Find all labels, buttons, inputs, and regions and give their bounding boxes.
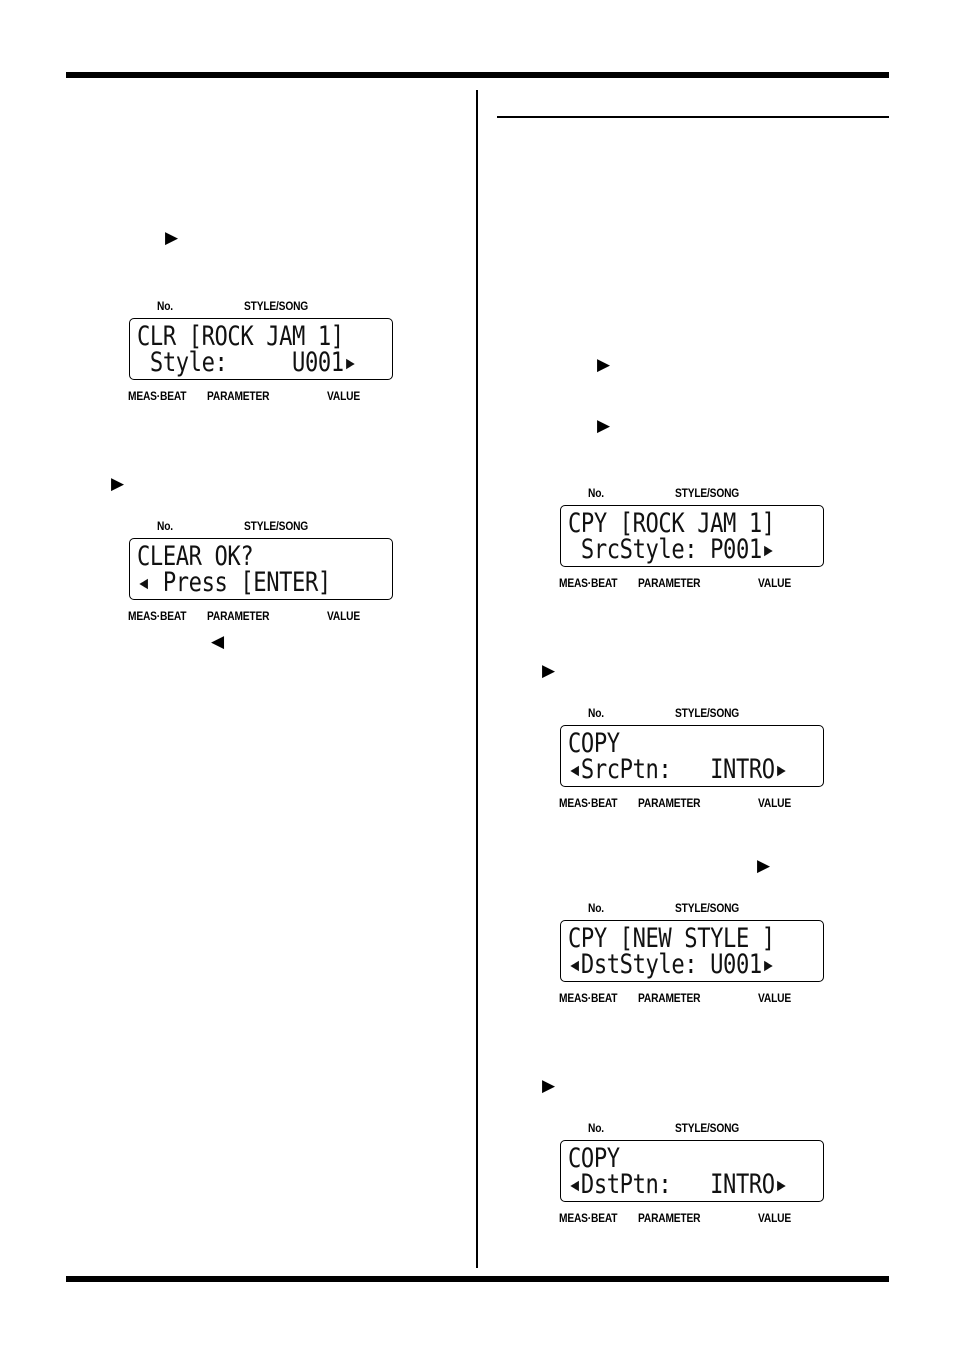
lcd-display-clear-ok: No. STYLE/SONG CLEAR OK? ◂ Press [ENTER]…	[128, 520, 395, 642]
lcd-line-2: SrcStyle: P001▸	[568, 534, 775, 565]
right-arrow-icon: ▶	[597, 416, 611, 436]
lcd-screen: CPY [NEW STYLE ] ◂DstStyle: U001▸	[560, 920, 824, 982]
section-rule	[497, 116, 889, 118]
style-song-label: STYLE/SONG	[244, 519, 309, 533]
lcd-line-1: COPY	[568, 728, 620, 759]
style-song-label: STYLE/SONG	[675, 1121, 740, 1135]
value-label: VALUE	[327, 389, 360, 403]
parameter-label: PARAMETER	[638, 576, 701, 590]
meas-beat-label: MEAS·BEAT	[559, 1211, 618, 1225]
lcd-line-1: COPY	[568, 1143, 620, 1174]
left-arrow-icon: ◀	[211, 632, 225, 652]
lcd-screen: CLR [ROCK JAM 1] Style: U001▸	[129, 318, 393, 380]
lcd-screen: CPY [ROCK JAM 1] SrcStyle: P001▸	[560, 505, 824, 567]
lcd-line-2: Style: U001▸	[137, 347, 357, 378]
top-rule	[66, 72, 889, 78]
right-arrow-icon: ▶	[542, 661, 556, 681]
style-song-label: STYLE/SONG	[675, 486, 740, 500]
lcd-display-copy-src-style: No. STYLE/SONG CPY [ROCK JAM 1] SrcStyle…	[559, 487, 826, 609]
parameter-label: PARAMETER	[638, 1211, 701, 1225]
parameter-label: PARAMETER	[207, 609, 270, 623]
no-label: No.	[157, 299, 173, 313]
lcd-line-1: CPY [NEW STYLE ]	[568, 923, 775, 954]
lcd-display-copy-dst-pattern: No. STYLE/SONG COPY ◂DstPtn: INTRO▸ MEAS…	[559, 1122, 826, 1244]
lcd-line-2: ◂ Press [ENTER]	[137, 567, 331, 598]
lcd-line-1: CLEAR OK?	[137, 541, 254, 572]
meas-beat-label: MEAS·BEAT	[128, 389, 187, 403]
lcd-line-2: ◂DstPtn: INTRO▸	[568, 1169, 788, 1200]
meas-beat-label: MEAS·BEAT	[128, 609, 187, 623]
value-label: VALUE	[758, 991, 791, 1005]
right-arrow-icon: ▶	[111, 474, 125, 494]
lcd-display-clear-style: No. STYLE/SONG CLR [ROCK JAM 1] Style: U…	[128, 300, 395, 422]
lcd-line-1: CPY [ROCK JAM 1]	[568, 508, 775, 539]
no-label: No.	[588, 486, 604, 500]
value-label: VALUE	[758, 576, 791, 590]
lcd-display-copy-src-pattern: No. STYLE/SONG COPY ◂SrcPtn: INTRO▸ MEAS…	[559, 707, 826, 829]
lcd-screen: COPY ◂DstPtn: INTRO▸	[560, 1140, 824, 1202]
style-song-label: STYLE/SONG	[675, 706, 740, 720]
meas-beat-label: MEAS·BEAT	[559, 991, 618, 1005]
value-label: VALUE	[327, 609, 360, 623]
right-arrow-icon: ▶	[542, 1076, 556, 1096]
meas-beat-label: MEAS·BEAT	[559, 796, 618, 810]
lcd-line-2: ◂SrcPtn: INTRO▸	[568, 754, 788, 785]
lcd-screen: CLEAR OK? ◂ Press [ENTER]	[129, 538, 393, 600]
meas-beat-label: MEAS·BEAT	[559, 576, 618, 590]
right-arrow-icon: ▶	[165, 228, 179, 248]
lcd-line-2: ◂DstStyle: U001▸	[568, 949, 775, 980]
right-arrow-icon: ▶	[597, 355, 611, 375]
parameter-label: PARAMETER	[638, 796, 701, 810]
parameter-label: PARAMETER	[638, 991, 701, 1005]
style-song-label: STYLE/SONG	[675, 901, 740, 915]
parameter-label: PARAMETER	[207, 389, 270, 403]
no-label: No.	[588, 901, 604, 915]
lcd-display-copy-dst-style: No. STYLE/SONG CPY [NEW STYLE ] ◂DstStyl…	[559, 902, 826, 1024]
no-label: No.	[588, 1121, 604, 1135]
value-label: VALUE	[758, 796, 791, 810]
lcd-screen: COPY ◂SrcPtn: INTRO▸	[560, 725, 824, 787]
right-arrow-icon: ▶	[757, 856, 771, 876]
no-label: No.	[157, 519, 173, 533]
lcd-line-1: CLR [ROCK JAM 1]	[137, 321, 344, 352]
no-label: No.	[588, 706, 604, 720]
value-label: VALUE	[758, 1211, 791, 1225]
bottom-rule	[66, 1276, 889, 1282]
column-divider	[476, 90, 478, 1268]
style-song-label: STYLE/SONG	[244, 299, 309, 313]
